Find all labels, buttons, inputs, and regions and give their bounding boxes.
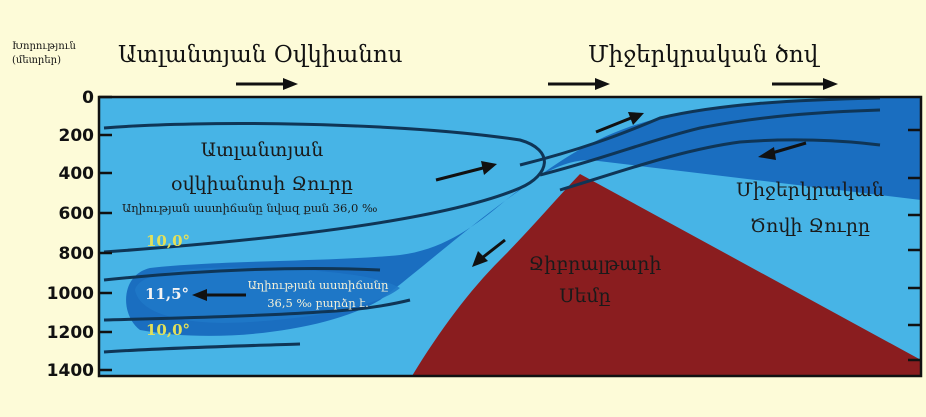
gibraltar-sill-label-line2: Սեմը: [559, 285, 610, 307]
med-water-label-line1: Միջերկրական: [736, 179, 884, 201]
med-return-arrow: [758, 141, 807, 160]
tick-label-1200: 1200: [47, 323, 94, 343]
surface-current-line-3: [559, 138, 881, 192]
core-westward-arrow: [192, 289, 246, 301]
atlantic-salinity-note: Աղիության աստիճանը նվազ քան 36,0 ‰: [122, 201, 377, 215]
temp-label-lower: 10,0°: [146, 321, 190, 339]
outflow-salinity-note-line2: 36,5 ‰ բարձր է.: [267, 296, 369, 310]
top-flow-arrow-mediterranean: [772, 78, 838, 90]
surface-current-line-2: [539, 108, 881, 177]
tick-label-0: 0: [82, 88, 94, 108]
temp-label-upper: 10,0°: [146, 232, 190, 250]
gibraltar-sill-label-line1: Ջիբրալթարի: [529, 253, 662, 275]
outflow-tongue: [135, 267, 400, 323]
surface-current-line-1: [519, 96, 881, 167]
bottom-contour: [103, 342, 301, 354]
tick-label-200: 200: [59, 126, 95, 146]
axis-label-depth: Խորություն: [12, 41, 77, 52]
title-mediterranean-sea: Միջերկրական ծով: [588, 42, 821, 68]
title-atlantic-ocean: Ատլանտյան Օվկիանոս: [118, 42, 403, 68]
left-depth-ticks: [99, 95, 112, 372]
depth-tick-labels: 0 200 400 600 800 1000 1200 1400: [47, 88, 94, 381]
temp-label-core: 11,5°: [145, 285, 189, 303]
deep-outflow-contour: [103, 266, 381, 282]
axis-label-units: (մետրեր): [12, 55, 61, 66]
lower-outflow-contour: [103, 298, 411, 322]
tick-label-600: 600: [59, 204, 95, 224]
outflow-descent-arrow: [472, 238, 506, 267]
strait-inflow-arrow: [595, 112, 644, 134]
outflow-salinity-note-line1: Աղիության աստիճանը: [248, 278, 389, 292]
right-depth-ticks: [908, 128, 921, 362]
tick-label-1400: 1400: [47, 361, 94, 381]
top-flow-arrow-strait: [548, 78, 610, 90]
atlantic-water-label-line1: Ատլանտյան: [201, 139, 324, 161]
tick-label-1000: 1000: [47, 284, 94, 304]
diagram-frame: [97, 95, 923, 378]
gibraltar-sill: [412, 174, 921, 376]
atlantic-water-contour: [103, 122, 546, 254]
atlantic-water-label-line2: օվկիանոսի Ջուրը: [171, 173, 353, 195]
top-flow-arrow-atlantic: [236, 78, 298, 90]
med-water-label-line2: Ծովի Ջուրը: [750, 215, 870, 237]
atlantic-inflow-arrow: [435, 161, 497, 182]
tick-label-800: 800: [59, 244, 95, 264]
tick-label-400: 400: [59, 164, 95, 184]
